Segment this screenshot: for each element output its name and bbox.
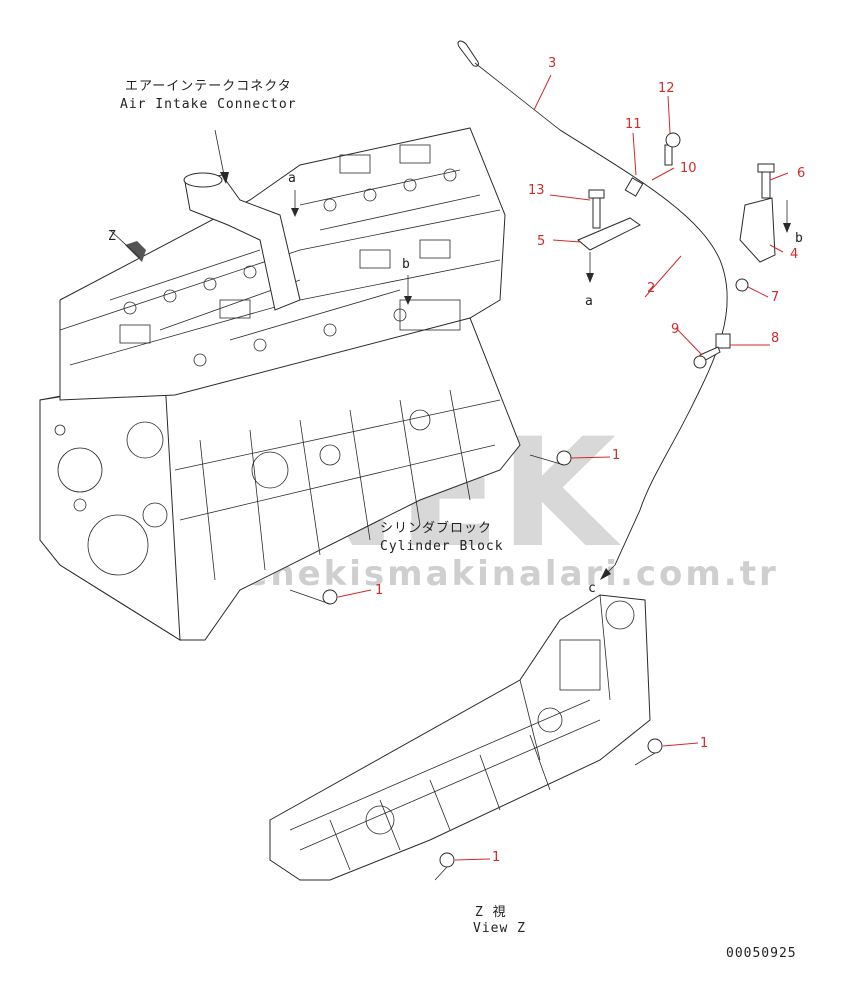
- cylinder-block-label-en: Cylinder Block: [380, 539, 504, 554]
- callout-4: 4: [790, 247, 798, 262]
- nut-1-a: [556, 450, 572, 466]
- callout-1-c: 1: [700, 736, 708, 751]
- callout-10: 10: [680, 161, 697, 176]
- callout-13: 13: [528, 183, 545, 198]
- view-z-label-jp: Z 視: [475, 905, 507, 920]
- callout-5: 5: [537, 234, 545, 249]
- ref-b-engine: b: [402, 257, 411, 272]
- callout-1-d: 1: [492, 850, 500, 865]
- head-bolts: [123, 168, 457, 367]
- callout-1-b: 1: [375, 583, 383, 598]
- part-number-callouts: 3 12 11 10 6 13 5 4 2 7 9 8 1 1 1 1: [375, 56, 805, 865]
- reference-arrows: [109, 129, 791, 305]
- ref-c: c: [588, 581, 597, 596]
- view-z-letter: Z: [108, 229, 117, 244]
- view-z-drawing: [269, 594, 651, 881]
- engine-block-drawing: [39, 127, 521, 641]
- view-z-label-en: View Z: [473, 921, 526, 936]
- callout-11: 11: [625, 117, 642, 132]
- callout-1-a: 1: [612, 448, 620, 463]
- ref-a-engine: a: [288, 171, 297, 186]
- leader-lines: [289, 74, 789, 881]
- callout-6: 6: [797, 166, 805, 181]
- callout-9: 9: [671, 322, 679, 337]
- callout-12: 12: [658, 81, 675, 96]
- callout-8: 8: [771, 331, 779, 346]
- drawing-number: 00050925: [726, 946, 797, 961]
- air-intake-label-en: Air Intake Connector: [120, 97, 297, 112]
- callout-3: 3: [548, 56, 556, 71]
- air-intake-label-jp: エアーインテークコネクタ: [125, 79, 292, 94]
- ref-a-bracket: a: [585, 294, 594, 309]
- injector-ports: [119, 144, 451, 344]
- callout-7: 7: [771, 290, 779, 305]
- cylinder-block-label-jp: シリンダブロック: [380, 520, 492, 536]
- text-labels: エアーインテークコネクタ Air Intake Connector シリンダブロ…: [108, 79, 804, 961]
- nut-1-d: [439, 852, 455, 868]
- nut-1-c: [647, 738, 663, 754]
- ref-b-bracket: b: [795, 231, 804, 246]
- callout-2: 2: [647, 281, 655, 296]
